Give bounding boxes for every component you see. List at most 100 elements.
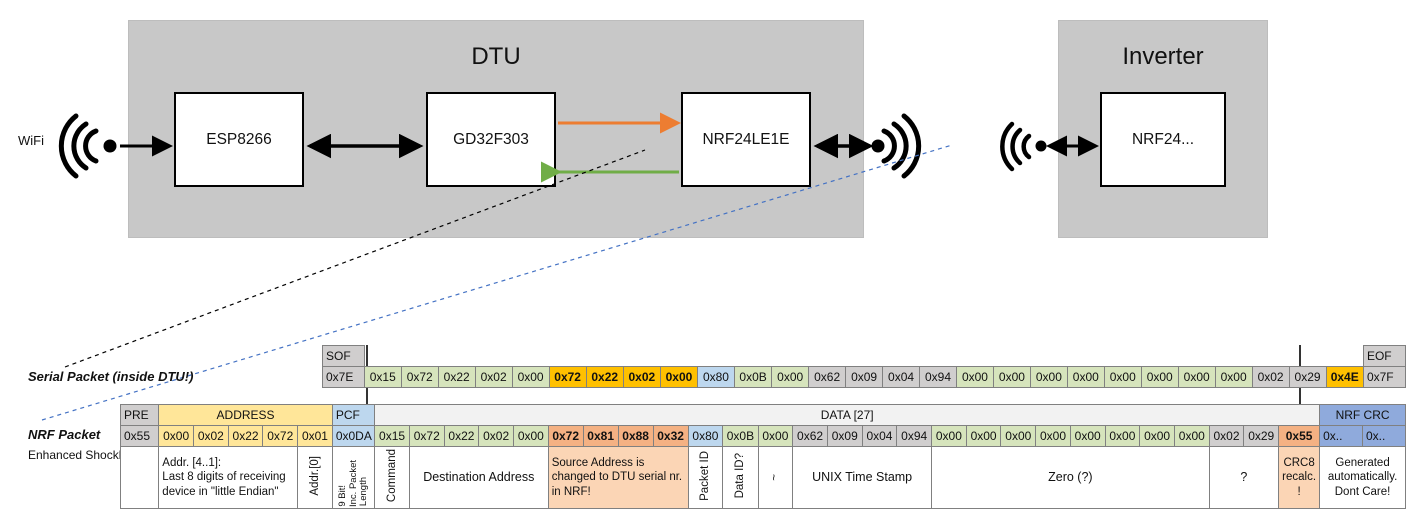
desc-unix-timestamp: UNIX Time Stamp (792, 446, 933, 509)
serial-eof-value: 0x7F (1362, 366, 1406, 388)
nrf-address-byte-0: 0x00 (158, 425, 194, 447)
serial-byte-22: 0x00 (1177, 366, 1216, 388)
nrf-header-crc: NRF CRC (1319, 404, 1406, 426)
serial-eof-header: EOF (1362, 345, 1406, 367)
nrf-byte-13: 0x09 (826, 425, 863, 447)
serial-byte-5: 0x72 (548, 366, 587, 388)
nrf-byte-0: 0x15 (374, 425, 410, 447)
nrf-crc-byte-0: 0x.. (1319, 425, 1363, 447)
nrf-byte-1: 0x72 (408, 425, 445, 447)
wifi-label: WiFi (18, 133, 44, 148)
serial-byte-8: 0x00 (659, 366, 699, 388)
nrf-byte-4: 0x00 (513, 425, 549, 447)
serial-byte-9: 0x80 (697, 366, 735, 388)
serial-byte-15: 0x94 (919, 366, 957, 388)
nrf-byte-18: 0x00 (1000, 425, 1037, 447)
serial-sof-value: 0x7E (322, 366, 365, 388)
serial-sof-header: SOF (322, 345, 365, 367)
chip-nrf24le1e[interactable]: NRF24LE1E (681, 92, 811, 187)
nrf-byte-17: 0x00 (965, 425, 1002, 447)
serial-byte-18: 0x00 (1029, 366, 1068, 388)
serial-byte-7: 0x02 (622, 366, 661, 388)
nrf-packet-label: NRF Packet (28, 427, 101, 442)
antenna-dtu-rf-icon (881, 113, 922, 179)
nrf-byte-22: 0x00 (1139, 425, 1175, 447)
serial-byte-4: 0x00 (511, 366, 550, 388)
nrf-byte-6: 0x81 (582, 425, 619, 447)
serial-byte-6: 0x22 (585, 366, 624, 388)
nrf-byte-7: 0x88 (617, 425, 654, 447)
desc-tilde: ~ (757, 446, 794, 509)
nrf-byte-10: 0x0B (722, 425, 759, 447)
nrf-byte-9: 0x80 (687, 425, 724, 447)
serial-header-spacer (364, 346, 1363, 367)
nrf-byte-15: 0x94 (896, 425, 933, 447)
nrf-byte-12: 0x62 (792, 425, 828, 447)
nrf-header-pre: PRE (119, 404, 160, 426)
serial-byte-23: 0x00 (1214, 366, 1253, 388)
desc-command: Command (374, 446, 410, 509)
desc-destination-address: Destination Address (408, 446, 549, 509)
nrf-byte-21: 0x00 (1104, 425, 1141, 447)
antenna-dtu-rf-dot (871, 139, 885, 153)
desc-question: ? (1208, 446, 1280, 509)
nrf-byte-24: 0x02 (1208, 425, 1245, 447)
serial-byte-20: 0x00 (1103, 366, 1142, 388)
nrf-byte-16: 0x00 (931, 425, 967, 447)
nrf-byte-25: 0x29 (1243, 425, 1280, 447)
nrf-byte-19: 0x00 (1035, 425, 1071, 447)
serial-header-row: SOF EOF (322, 345, 1406, 367)
nrf-address-byte-2: 0x22 (227, 425, 264, 447)
nrf-byte-5: 0x72 (547, 425, 584, 447)
chip-nrf24[interactable]: NRF24... (1100, 92, 1226, 187)
desc-source-address: Source Address is changed to DTU serial … (547, 446, 689, 509)
inverter-title: Inverter (1122, 43, 1204, 70)
nrf-address-byte-1: 0x02 (193, 425, 229, 447)
desc-zero: Zero (?) (931, 446, 1210, 509)
nrf-byte-2: 0x22 (443, 425, 480, 447)
serial-byte-10: 0x0B (733, 366, 773, 388)
desc-packet-id: Packet ID (687, 446, 724, 509)
nrf-byte-3: 0x02 (478, 425, 514, 447)
serial-byte-11: 0x00 (771, 366, 810, 388)
desc-data-id: Data ID? (722, 446, 759, 509)
serial-byte-25: 0x29 (1288, 366, 1327, 388)
serial-byte-19: 0x00 (1066, 366, 1105, 388)
serial-byte-17: 0x00 (992, 366, 1031, 388)
dtu-title: DTU (471, 43, 521, 70)
nrf-header-data: DATA [27] (374, 404, 1321, 426)
nrf-byte-11: 0x00 (757, 425, 794, 447)
serial-packet-label: Serial Packet (inside DTU!) (28, 369, 194, 384)
serial-byte-1: 0x72 (400, 366, 439, 388)
chip-esp8266[interactable]: ESP8266 (174, 92, 304, 187)
serial-byte-3: 0x02 (474, 366, 513, 388)
nrf-crc-byte-1: 0x.. (1361, 425, 1406, 447)
nrf-address-byte-4: 0x01 (297, 425, 333, 447)
serial-byte-14: 0x04 (882, 366, 921, 388)
nrf-byte-14: 0x04 (861, 425, 898, 447)
nrf-byte-8: 0x32 (652, 425, 689, 447)
desc-pre-blank (119, 446, 160, 509)
nrf-header-pcf: PCF (331, 404, 376, 426)
nrf-header-address: ADDRESS (158, 404, 333, 426)
antenna-inverter-icon (1000, 121, 1032, 172)
antenna-inverter-dot (1035, 140, 1047, 152)
serial-byte-13: 0x09 (845, 366, 884, 388)
chip-gd32f303[interactable]: GD32F303 (426, 92, 556, 187)
nrf-byte-20: 0x00 (1069, 425, 1106, 447)
nrf-address-byte-3: 0x72 (262, 425, 299, 447)
serial-byte-2: 0x22 (437, 366, 476, 388)
serial-byte-0: 0x15 (363, 366, 402, 388)
nrf-byte-26: 0x55 (1278, 425, 1321, 447)
nrf-pcf-value: 0x0DA (331, 425, 376, 447)
